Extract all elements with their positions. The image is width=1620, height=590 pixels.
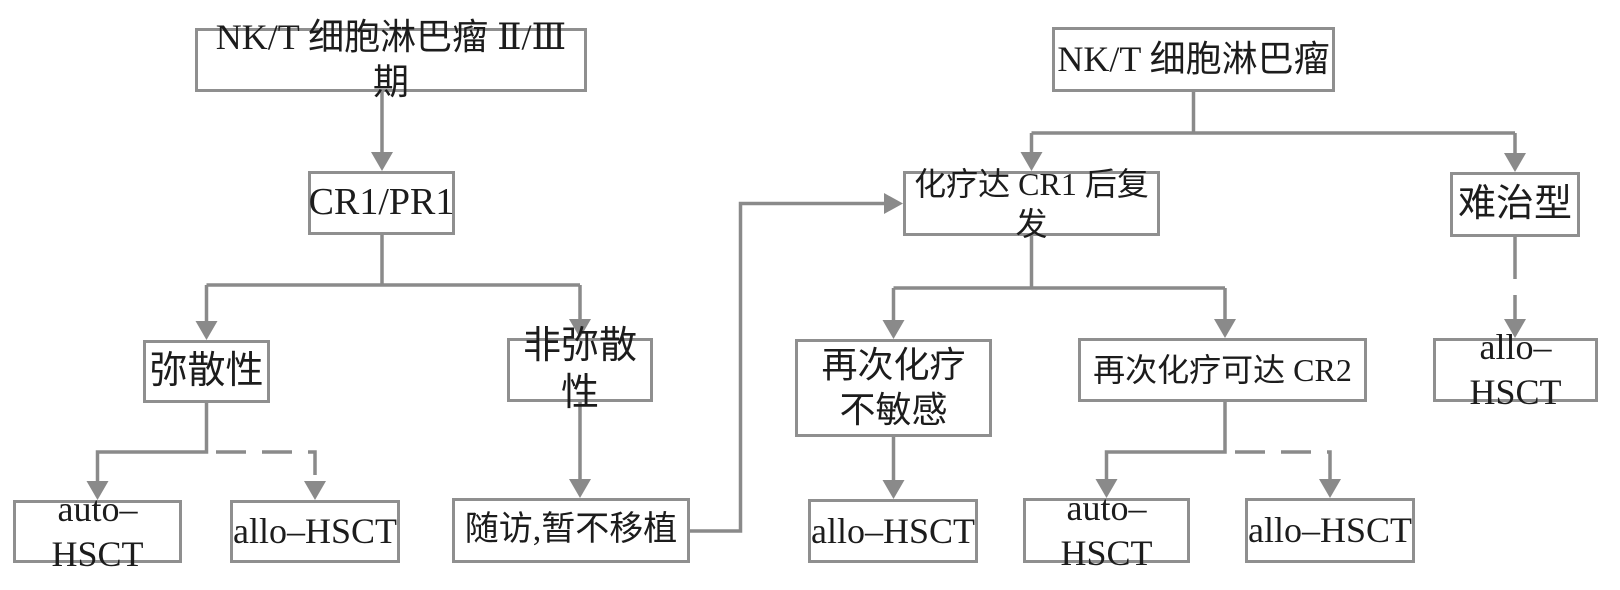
edge-nkt-split (1020, 92, 1526, 172)
node-label: CR1/PR1 (308, 181, 455, 224)
edge-diffuse-to-allo-hsct (216, 450, 326, 500)
edge-followup-to-relapse (690, 193, 903, 533)
node-diffuse: 弥散性 (143, 340, 270, 403)
edge-cr2-to-allo-hsct (1235, 450, 1341, 498)
node-label: 难治型 (1457, 182, 1572, 225)
edge-cr2-to-auto-hsct (1095, 402, 1227, 498)
edge-refractory-to-allo-hsct (1504, 237, 1526, 338)
node-label: auto–HSCT (51, 488, 144, 574)
node-label: allo–HSCT (233, 511, 398, 551)
node-label: 弥散性 (149, 349, 264, 392)
edge-diffuse-to-auto-hsct (86, 403, 209, 500)
node-non-diffuse: 非弥散性 (507, 325, 653, 414)
node-follow-up-no-transplant: 随访,暂不移植 (452, 498, 690, 563)
edge-insensitive-to-allo-hsct (882, 437, 905, 499)
node-rechemo-insensitive: 再次化疗 不敏感 (795, 339, 992, 437)
node-allo-hsct-diffuse: allo–HSCT (230, 500, 400, 563)
node-nkt-lymphoma-stage-2-3: NK/T 细胞淋巴瘤 Ⅱ/Ⅲ 期 (195, 17, 587, 102)
node-refractory: 难治型 (1450, 172, 1580, 237)
node-nkt-lymphoma: NK/T 细胞淋巴瘤 (1052, 27, 1335, 92)
node-auto-hsct-cr2: auto–HSCT (1023, 488, 1190, 573)
node-label: NK/T 细胞淋巴瘤 (1057, 39, 1330, 79)
node-cr1-pr1: CR1/PR1 (308, 171, 455, 235)
node-rechemo-achieves-cr2: 再次化疗可达 CR2 (1078, 338, 1367, 402)
node-label: 化疗达 CR1 后复发 (914, 165, 1149, 242)
node-label: 再次化疗可达 CR2 (1093, 352, 1352, 388)
node-relapse-after-cr1: 化疗达 CR1 后复发 (903, 166, 1160, 242)
node-allo-hsct-cr2: allo–HSCT (1245, 498, 1415, 563)
node-label: auto–HSCT (1060, 487, 1153, 573)
node-allo-hsct-refractory: allo–HSCT (1433, 327, 1598, 412)
node-label: allo–HSCT (1469, 327, 1562, 412)
edge-cr1pr1-split (195, 235, 591, 340)
node-label: 非弥散性 (522, 324, 637, 415)
node-label: 随访,暂不移植 (464, 511, 678, 549)
node-allo-hsct-insensitive: allo–HSCT (808, 499, 978, 563)
node-label: allo–HSCT (1248, 510, 1413, 550)
node-auto-hsct-diffuse: auto–HSCT (13, 489, 182, 574)
node-label: allo–HSCT (811, 510, 976, 551)
node-label: NK/T 细胞淋巴瘤 Ⅱ/Ⅲ 期 (215, 17, 567, 102)
node-label: 再次化疗 不敏感 (821, 345, 966, 430)
edge-stage23-to-cr1pr1 (371, 92, 393, 171)
edge-relapse-split (882, 236, 1236, 339)
edge-nondiffuse-to-followup (569, 402, 591, 498)
